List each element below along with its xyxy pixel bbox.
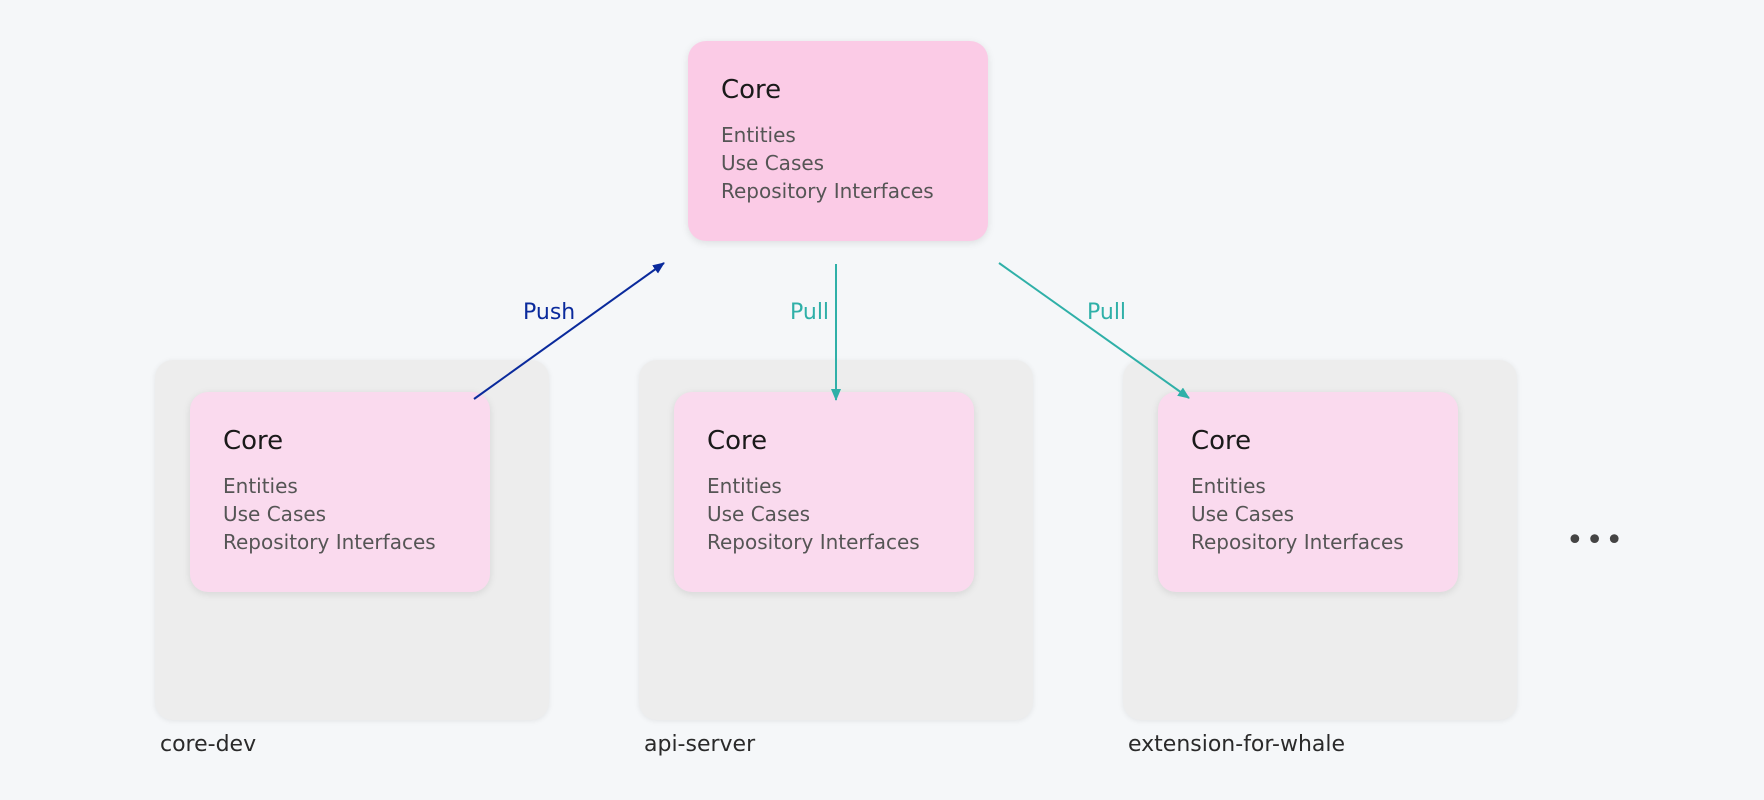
pull-arrow-extension xyxy=(998,262,1190,399)
core-item-entities: Entities xyxy=(721,123,796,147)
repo-label-api-server: api-server xyxy=(644,732,756,757)
core-item-entities: Entities xyxy=(707,474,782,498)
repo-core-title: Core xyxy=(707,426,768,456)
repo-core-box-extension-for-whale: Core Entities Use Cases Repository Inter… xyxy=(1158,392,1458,592)
pull-label-api-server: Pull xyxy=(790,300,830,325)
core-item-entities: Entities xyxy=(223,474,298,498)
repo-label-core-dev: core-dev xyxy=(160,732,257,757)
repo-core-items: Entities Use Cases Repository Interfaces xyxy=(223,472,490,556)
repo-core-box-api-server: Core Entities Use Cases Repository Inter… xyxy=(674,392,974,592)
core-item-use-cases: Use Cases xyxy=(707,502,811,526)
repo-core-items: Entities Use Cases Repository Interfaces xyxy=(1191,472,1458,556)
central-core-title: Core xyxy=(721,75,782,105)
core-item-use-cases: Use Cases xyxy=(721,151,825,175)
core-item-use-cases: Use Cases xyxy=(223,502,327,526)
pull-label-extension: Pull xyxy=(1087,300,1127,325)
core-item-repository-interfaces: Repository Interfaces xyxy=(223,530,436,554)
core-item-repository-interfaces: Repository Interfaces xyxy=(1191,530,1404,554)
repo-core-box-core-dev: Core Entities Use Cases Repository Inter… xyxy=(190,392,490,592)
central-core-items: Entities Use Cases Repository Interfaces xyxy=(721,121,988,205)
repo-core-items: Entities Use Cases Repository Interfaces xyxy=(707,472,974,556)
push-arrow xyxy=(473,262,665,400)
central-core-box: Core Entities Use Cases Repository Inter… xyxy=(688,41,988,241)
core-item-entities: Entities xyxy=(1191,474,1266,498)
core-item-repository-interfaces: Repository Interfaces xyxy=(707,530,920,554)
repo-core-title: Core xyxy=(223,426,284,456)
repo-label-extension-for-whale: extension-for-whale xyxy=(1128,732,1346,757)
push-label: Push xyxy=(523,300,576,325)
core-item-use-cases: Use Cases xyxy=(1191,502,1295,526)
core-item-repository-interfaces: Repository Interfaces xyxy=(721,179,934,203)
repo-core-title: Core xyxy=(1191,426,1252,456)
more-repositories-indicator: ••• xyxy=(1566,523,1626,558)
